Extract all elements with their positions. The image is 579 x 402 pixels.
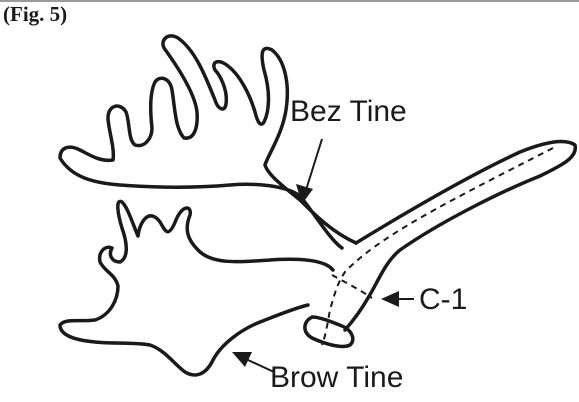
brow-tine-label: Brow Tine bbox=[270, 363, 403, 393]
c1-arrowhead bbox=[381, 291, 399, 307]
bez-tine-arrow-shaft bbox=[306, 139, 322, 190]
c1-label: C-1 bbox=[419, 285, 467, 315]
bez-tine-label: Bez Tine bbox=[290, 97, 407, 127]
figure-label: (Fig. 5) bbox=[3, 2, 67, 27]
cut-stub-outline bbox=[305, 317, 353, 346]
upper-antler-outline bbox=[60, 36, 356, 248]
lower-antler-outline bbox=[60, 201, 333, 375]
c1-measurement-line-branch bbox=[332, 275, 372, 298]
